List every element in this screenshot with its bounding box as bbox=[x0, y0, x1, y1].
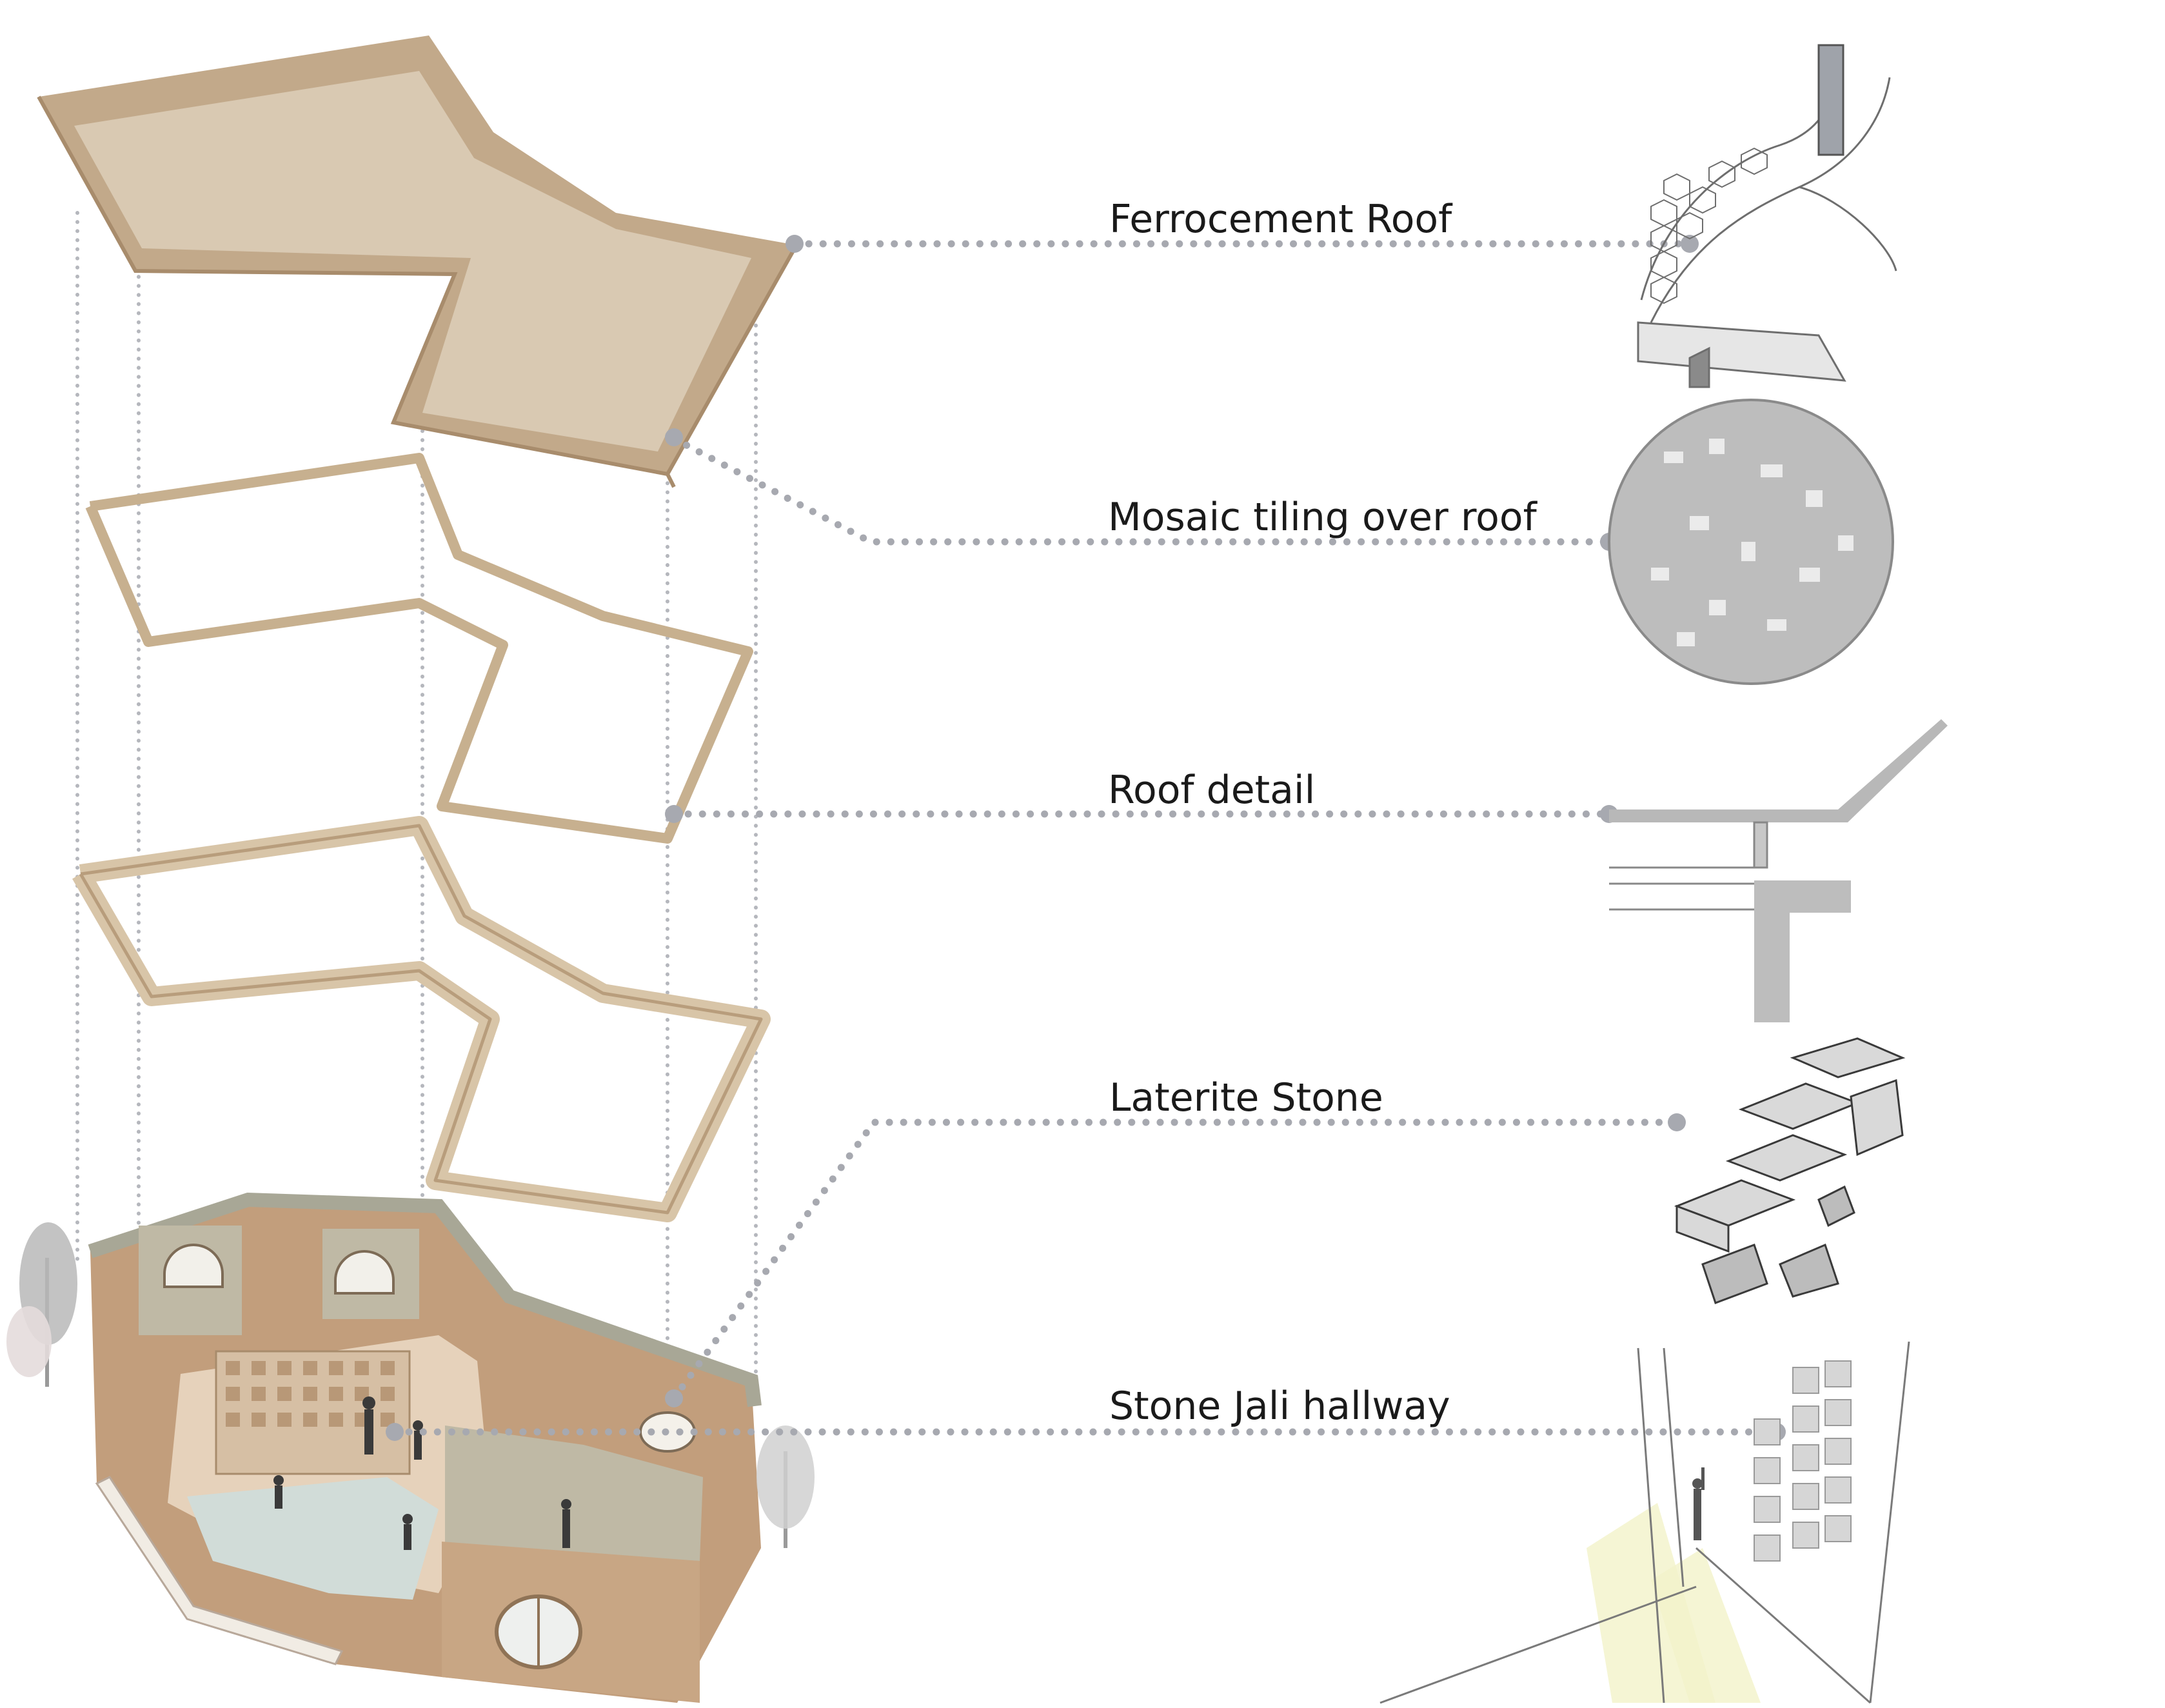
wall-top-frame bbox=[72, 816, 771, 1222]
roof-ring-beam bbox=[85, 453, 753, 844]
projection-guides bbox=[75, 211, 758, 1395]
stone-jali-hallway-sketch bbox=[1379, 1341, 1910, 1704]
label-stone-jali-hallway: Stone Jali hallway bbox=[1109, 1384, 1450, 1429]
laterite-stone-sketch bbox=[1674, 1037, 1906, 1304]
ferrocement-roof-slab bbox=[37, 35, 798, 488]
label-laterite-stone: Laterite Stone bbox=[1109, 1075, 1383, 1120]
mosaic-tiling-sketch bbox=[1608, 399, 1894, 685]
roof-detail-sketch bbox=[1609, 719, 1948, 1022]
ground-floor-building bbox=[88, 1192, 762, 1703]
tree-left bbox=[6, 1222, 77, 1387]
label-ferrocement-roof: Ferrocement Roof bbox=[1109, 197, 1453, 242]
tree-right bbox=[756, 1425, 815, 1548]
label-mosaic-tiling: Mosaic tiling over roof bbox=[1108, 495, 1538, 540]
label-roof-detail: Roof detail bbox=[1108, 768, 1315, 813]
ferrocement-roof-sketch bbox=[1637, 44, 1897, 388]
